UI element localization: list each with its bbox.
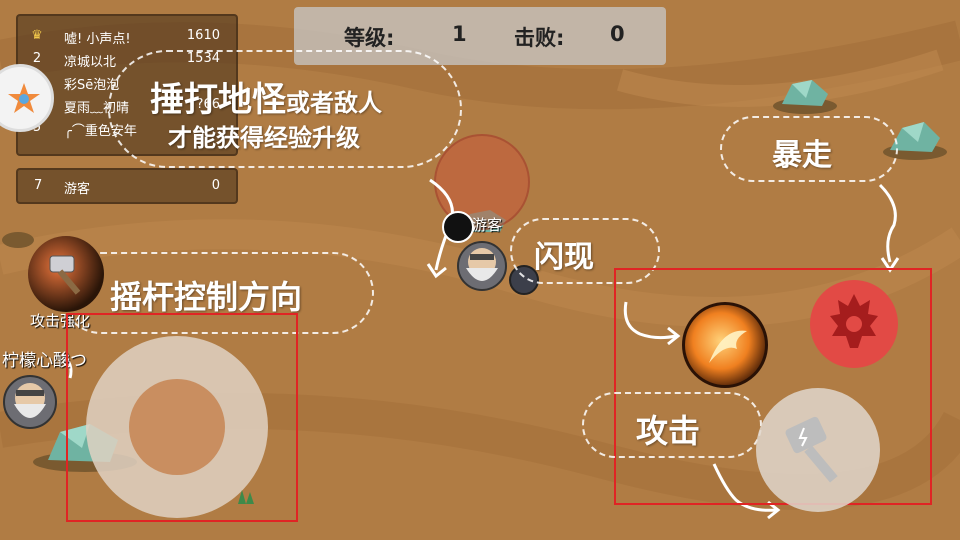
crystal-rock-icon <box>773 80 837 114</box>
grass-icon <box>238 490 254 504</box>
kill-hint-line1: 捶打地怪或者敌人 <box>150 80 382 120</box>
self-rank-panel: 7 游客 0 <box>16 168 238 204</box>
kills-value: 0 <box>610 22 625 46</box>
player-name: 凉城以北 <box>64 55 117 70</box>
leaderboard-row: ♛ 嘘! 小声点! 1610 <box>18 28 236 51</box>
rampage-hint-bubble <box>720 116 898 182</box>
player-score: 0 <box>211 178 220 193</box>
joystick-base[interactable] <box>86 336 268 518</box>
kill-hint-line2: 才能获得经验升级 <box>168 124 360 152</box>
rock-icon <box>2 232 34 248</box>
rank-number: 5 <box>32 120 42 135</box>
curly-arrow-icon <box>878 183 900 273</box>
attack-range-indicator <box>434 134 530 230</box>
blink-hint-bubble <box>510 218 660 284</box>
crystal-rock-icon <box>883 122 947 160</box>
crown-icon: ♛ <box>31 28 43 43</box>
player-name: 嘘! 小声点! <box>64 32 131 47</box>
status-bar: 等级: 1 击败: 0 <box>294 7 666 65</box>
player-marker <box>442 211 474 243</box>
enemy-player-name: 柠檬心酸つ <box>2 351 87 371</box>
powerup-label: 攻击强化 <box>30 312 91 330</box>
dwarf-character <box>457 241 539 295</box>
star-badge[interactable] <box>0 64 54 132</box>
enemy-character <box>3 375 57 429</box>
kills-label: 击败: <box>514 26 565 50</box>
curly-arrow-icon <box>61 352 73 379</box>
rank-number: 2 <box>32 51 42 66</box>
powerup-orb[interactable] <box>28 236 104 312</box>
joystick-highlight-box <box>66 313 298 522</box>
player-score: 1610 <box>186 28 220 43</box>
attack-hint-label: 攻击 <box>636 412 701 450</box>
player-name: 游客 <box>64 182 91 197</box>
rampage-hint-label: 暴走 <box>772 138 832 173</box>
joystick-knob[interactable] <box>129 379 225 475</box>
fireball-icon <box>709 330 747 363</box>
curly-arrow-icon <box>623 301 681 346</box>
level-label: 等级: <box>344 26 395 50</box>
rage-flame-icon <box>830 294 878 348</box>
blink-skill-button[interactable] <box>682 302 768 388</box>
blink-hint-label: 闪现 <box>534 240 594 275</box>
hammer-icon <box>49 255 81 295</box>
star-icon <box>8 83 40 113</box>
self-player-name: 游客 <box>472 216 503 234</box>
hammer-icon <box>785 416 838 483</box>
attack-button[interactable] <box>756 388 880 512</box>
joystick-hint-label: 摇杆控制方向 <box>110 278 303 316</box>
rampage-skill-button[interactable] <box>810 280 898 368</box>
kill-hint-bubble <box>108 50 462 168</box>
player-name: 彩Sē泡泡 <box>64 78 120 93</box>
level-value: 1 <box>452 22 467 46</box>
rank-number: 7 <box>34 178 43 193</box>
skills-highlight-box <box>614 268 932 505</box>
